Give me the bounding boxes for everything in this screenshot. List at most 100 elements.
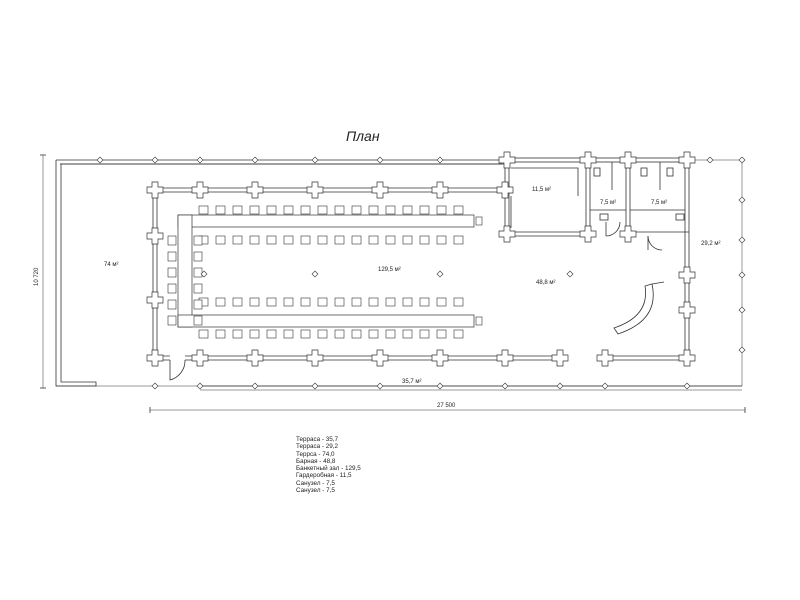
chair [402, 329, 413, 339]
chair [283, 297, 294, 307]
chair [215, 329, 226, 339]
chair [385, 297, 396, 307]
area-label-wc-1: 7,5 м² [600, 200, 616, 206]
post-marker [436, 382, 444, 390]
post-marker [376, 382, 384, 390]
chair [215, 235, 226, 245]
column [496, 181, 514, 199]
banquet-tables [177, 214, 475, 328]
chair [317, 235, 328, 245]
chair [385, 329, 396, 339]
chair [436, 297, 447, 307]
chair [334, 329, 345, 339]
chair [402, 297, 413, 307]
chair [198, 205, 209, 215]
post-marker [738, 236, 746, 244]
chair [317, 329, 328, 339]
column [191, 181, 209, 199]
chair [198, 329, 209, 339]
chair [419, 329, 430, 339]
table-left [177, 214, 193, 328]
chair [419, 297, 430, 307]
chair [351, 329, 362, 339]
column [146, 227, 164, 245]
post-marker [196, 156, 204, 164]
post-marker [738, 196, 746, 204]
column [146, 291, 164, 309]
table-top [177, 214, 475, 228]
post-marker [566, 270, 574, 278]
chair [193, 283, 203, 294]
legend-item: Санузел - 7,5 [296, 479, 335, 487]
chair [266, 205, 277, 215]
chair [266, 297, 277, 307]
chair [351, 235, 362, 245]
chair [453, 205, 464, 215]
chair [475, 316, 483, 326]
legend-item: Террса - 74,0 [296, 450, 335, 458]
chair [453, 329, 464, 339]
chair [368, 297, 379, 307]
column [371, 349, 389, 367]
column [246, 181, 264, 199]
column [431, 349, 449, 367]
chair [167, 315, 177, 326]
column [579, 225, 597, 243]
chair [167, 235, 177, 246]
area-label-cloakroom: 11,5 м² [532, 187, 551, 193]
area-label-banquet-hall: 129,5 м² [378, 267, 401, 273]
column [678, 266, 696, 284]
chair [193, 267, 203, 278]
table-bottom [177, 314, 475, 328]
post-marker [200, 270, 208, 278]
column [371, 181, 389, 199]
chair [351, 297, 362, 307]
chair [249, 235, 260, 245]
chair [368, 329, 379, 339]
legend-item: Терраса - 35,7 [296, 436, 339, 443]
chair [167, 299, 177, 310]
post-marker [376, 156, 384, 164]
area-label-wc-2: 7,5 м² [651, 200, 667, 206]
column [596, 349, 614, 367]
post-marker [706, 156, 714, 164]
chair [249, 205, 260, 215]
chair [215, 297, 226, 307]
chair [402, 205, 413, 215]
chair [300, 329, 311, 339]
post-marker [436, 156, 444, 164]
chair [368, 235, 379, 245]
chair [368, 205, 379, 215]
legend-item: Банкетный зал - 129,5 [296, 465, 361, 473]
chair [419, 205, 430, 215]
chair [300, 297, 311, 307]
column [678, 301, 696, 319]
chair [232, 329, 243, 339]
column [551, 349, 569, 367]
chair [232, 235, 243, 245]
terrace-outline-right [56, 159, 743, 387]
area-label-bar-hall: 48,8 м² [536, 280, 555, 286]
area-label-terrace-bottom: 35,7 м² [402, 379, 421, 385]
chair [193, 315, 203, 326]
chair [317, 297, 328, 307]
chair [419, 235, 430, 245]
post-marker [601, 382, 609, 390]
chair [266, 235, 277, 245]
column [306, 349, 324, 367]
chair [193, 299, 203, 310]
column [146, 349, 164, 367]
terrace-outline [55, 160, 502, 387]
column [496, 349, 514, 367]
chair [300, 235, 311, 245]
column [678, 349, 696, 367]
chair [167, 251, 177, 262]
column [619, 225, 637, 243]
chair [436, 329, 447, 339]
column [498, 151, 516, 169]
post-marker [738, 156, 746, 164]
chair [334, 235, 345, 245]
area-label-terrace-right: 29,2 м² [701, 241, 720, 247]
column [619, 151, 637, 169]
post-marker [251, 156, 259, 164]
